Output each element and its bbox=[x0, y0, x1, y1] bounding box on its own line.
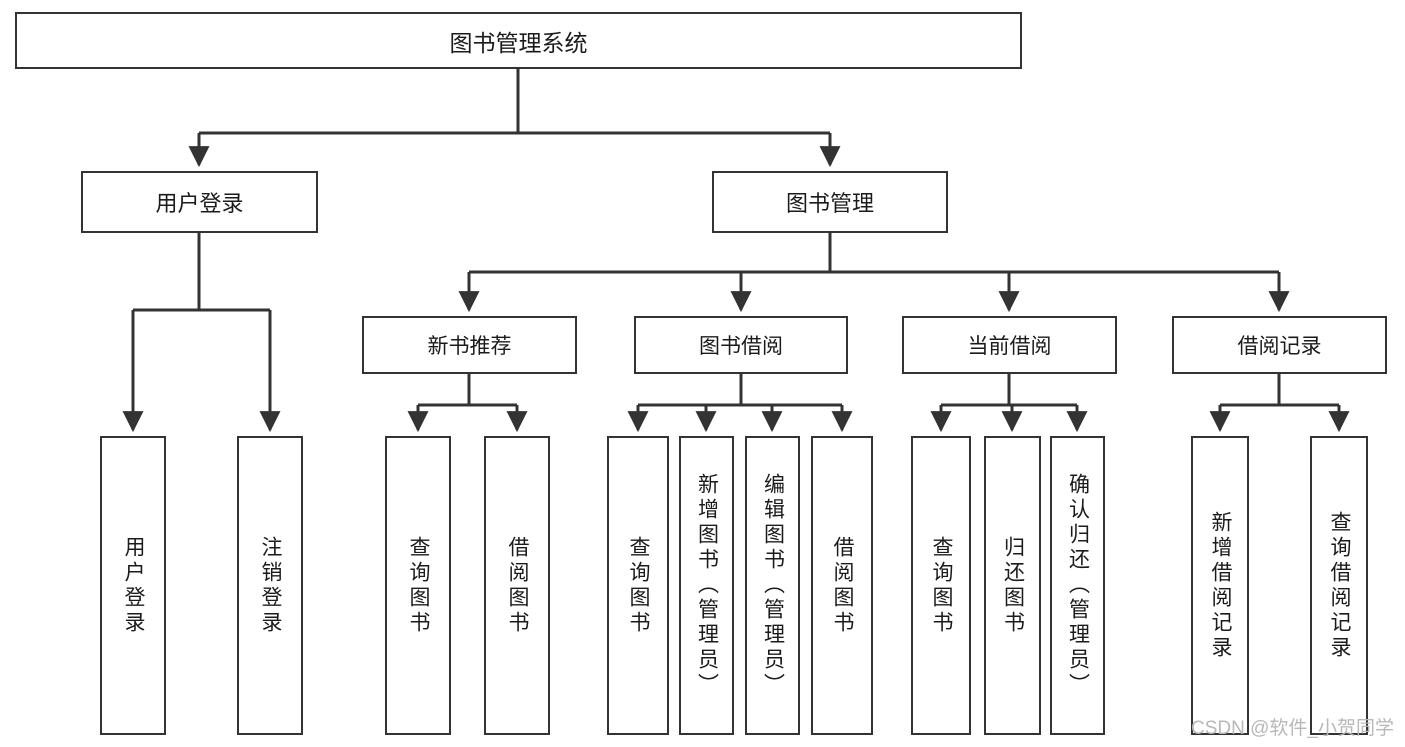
node-leaf-add-borrow-record[interactable]: 新增借阅记录 bbox=[1191, 436, 1249, 735]
node-leaf-return-book-label: 归还图书 bbox=[1001, 535, 1025, 636]
node-new-book-recommend-label: 新书推荐 bbox=[427, 335, 512, 358]
node-leaf-query-book-recommend[interactable]: 查询图书 bbox=[385, 436, 451, 735]
node-book-borrow-label: 图书借阅 bbox=[699, 335, 783, 358]
node-leaf-logout[interactable]: 注销登录 bbox=[237, 436, 303, 735]
node-book-management[interactable]: 图书管理 bbox=[712, 171, 948, 233]
node-leaf-query-book-borrow-label: 查询图书 bbox=[627, 535, 651, 636]
node-leaf-lend-book-label: 借阅图书 bbox=[831, 535, 855, 636]
node-leaf-confirm-return-admin[interactable]: 确认归还（管理员） bbox=[1050, 436, 1105, 735]
node-borrow-records[interactable]: 借阅记录 bbox=[1172, 316, 1387, 374]
node-leaf-add-book-admin[interactable]: 新增图书（管理员） bbox=[679, 436, 734, 735]
node-leaf-user-login-label: 用户登录 bbox=[122, 535, 146, 636]
node-borrow-records-label: 借阅记录 bbox=[1237, 335, 1322, 358]
node-leaf-query-book-borrow[interactable]: 查询图书 bbox=[607, 436, 669, 735]
node-leaf-query-book-recommend-label: 查询图书 bbox=[407, 535, 431, 636]
watermark: CSDN @软件_小贺同学 bbox=[1191, 718, 1394, 739]
node-user-login[interactable]: 用户登录 bbox=[81, 171, 318, 233]
node-book-management-label: 图书管理 bbox=[785, 191, 874, 216]
node-leaf-query-borrow-record-label: 查询借阅记录 bbox=[1328, 510, 1352, 661]
node-leaf-user-login[interactable]: 用户登录 bbox=[100, 436, 166, 735]
node-leaf-confirm-return-admin-label: 确认归还（管理员） bbox=[1066, 473, 1090, 698]
node-book-borrow[interactable]: 图书借阅 bbox=[634, 316, 848, 374]
node-leaf-add-borrow-record-label: 新增借阅记录 bbox=[1209, 510, 1233, 661]
node-leaf-borrow-book-recommend[interactable]: 借阅图书 bbox=[484, 436, 550, 735]
node-leaf-edit-book-admin[interactable]: 编辑图书（管理员） bbox=[745, 436, 800, 735]
node-current-borrow-label: 当前借阅 bbox=[967, 335, 1052, 358]
node-current-borrow[interactable]: 当前借阅 bbox=[902, 316, 1117, 374]
node-leaf-add-book-admin-label: 新增图书（管理员） bbox=[695, 473, 719, 698]
node-leaf-return-book[interactable]: 归还图书 bbox=[984, 436, 1041, 735]
node-leaf-query-book-current-label: 查询图书 bbox=[930, 535, 954, 636]
node-leaf-logout-label: 注销登录 bbox=[259, 535, 283, 636]
node-root-label: 图书管理系统 bbox=[449, 29, 588, 56]
node-user-login-label: 用户登录 bbox=[155, 191, 244, 216]
node-leaf-query-book-current[interactable]: 查询图书 bbox=[911, 436, 971, 735]
node-leaf-query-borrow-record[interactable]: 查询借阅记录 bbox=[1310, 436, 1368, 735]
node-leaf-edit-book-admin-label: 编辑图书（管理员） bbox=[761, 473, 785, 698]
node-new-book-recommend[interactable]: 新书推荐 bbox=[362, 316, 577, 374]
node-leaf-borrow-book-recommend-label: 借阅图书 bbox=[506, 535, 530, 636]
node-leaf-lend-book[interactable]: 借阅图书 bbox=[811, 436, 873, 735]
node-root[interactable]: 图书管理系统 bbox=[15, 12, 1022, 69]
